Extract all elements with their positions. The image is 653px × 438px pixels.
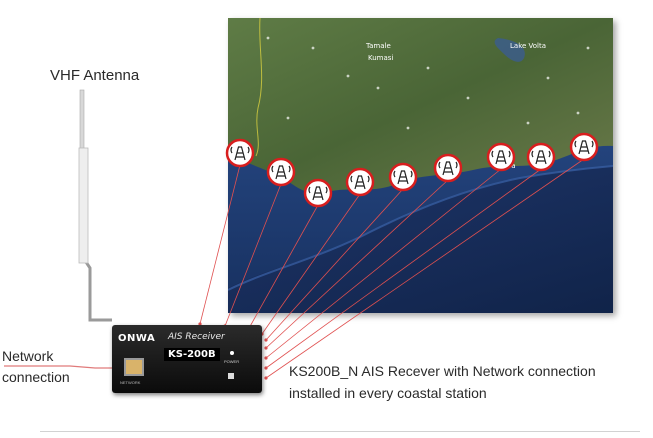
- station-callout: [486, 142, 516, 172]
- station-callout: [433, 153, 463, 183]
- caption-line: installed in every coastal station: [289, 385, 487, 401]
- power-led-icon: [230, 351, 234, 355]
- ais-receiver-device: ONWA AIS Receiver KS-200B NETWORK POWER: [112, 325, 262, 393]
- vhf-antenna: [78, 89, 89, 264]
- connector-line: [247, 204, 319, 331]
- connector-line: [265, 158, 585, 379]
- connector-line: [265, 188, 404, 341]
- border-line: [255, 18, 263, 157]
- antenna-tower-icon: [491, 150, 511, 165]
- connector-arrowhead: [264, 338, 268, 342]
- connector-line: [199, 164, 241, 325]
- antenna-cable: [84, 160, 112, 322]
- connector-line: [265, 168, 502, 359]
- land-area: [228, 18, 613, 194]
- map-place-label: Tamale: [365, 42, 391, 50]
- network-connection-label: Network connection: [2, 346, 70, 388]
- network-cable: [4, 365, 118, 369]
- antenna-tower-icon: [230, 146, 250, 161]
- connector-line: [224, 183, 282, 327]
- station-callouts: [225, 132, 599, 208]
- station-callout: [388, 162, 418, 192]
- receiver-brand: ONWA: [118, 333, 156, 344]
- connector-arrowhead: [264, 356, 268, 360]
- map-place-label: Kumasi: [368, 54, 393, 62]
- caption-line: KS200B_N AIS Recever with Network connec…: [289, 363, 596, 379]
- antenna-tower-icon: [438, 161, 458, 176]
- footer-divider: [40, 431, 640, 432]
- connector-line: [261, 193, 361, 335]
- station-callout: [225, 138, 255, 168]
- receiver-product: AIS Receiver: [168, 332, 225, 342]
- network-label-line: Network: [2, 348, 54, 364]
- lake: [494, 38, 525, 62]
- station-callout: [303, 178, 333, 208]
- network-port-icon: [124, 358, 144, 376]
- network-label-line: connection: [2, 369, 70, 385]
- station-callout: [569, 132, 599, 162]
- antenna-tower-icon: [308, 186, 328, 201]
- port-label: NETWORK: [120, 380, 141, 385]
- connector-line: [265, 179, 449, 349]
- city-dots: [266, 36, 590, 130]
- connector-arrowhead: [264, 346, 268, 350]
- connector-arrowhead: [198, 322, 202, 326]
- map-place-label: Lake Volta: [510, 42, 546, 50]
- antenna-tower-icon: [393, 170, 413, 185]
- connector-line: [265, 168, 542, 369]
- connector-arrowhead: [264, 376, 268, 380]
- connector-arrowhead: [264, 366, 268, 370]
- station-callout: [526, 142, 556, 172]
- shelf-edge: [228, 165, 613, 291]
- antenna-tower-icon: [350, 175, 370, 190]
- antenna-tower-icon: [271, 165, 291, 180]
- connector-lines: [198, 158, 585, 380]
- power-label: POWER: [224, 359, 240, 364]
- reset-button-icon: [228, 373, 234, 379]
- vhf-antenna-label: VHF Antenna: [50, 67, 140, 84]
- station-callout: [266, 157, 296, 187]
- caption: KS200B_N AIS Recever with Network connec…: [289, 360, 596, 404]
- antenna-tower-icon: [531, 150, 551, 165]
- receiver-model: KS-200B: [164, 348, 220, 361]
- antenna-tower-icon: [574, 140, 594, 155]
- station-callout: [345, 167, 375, 197]
